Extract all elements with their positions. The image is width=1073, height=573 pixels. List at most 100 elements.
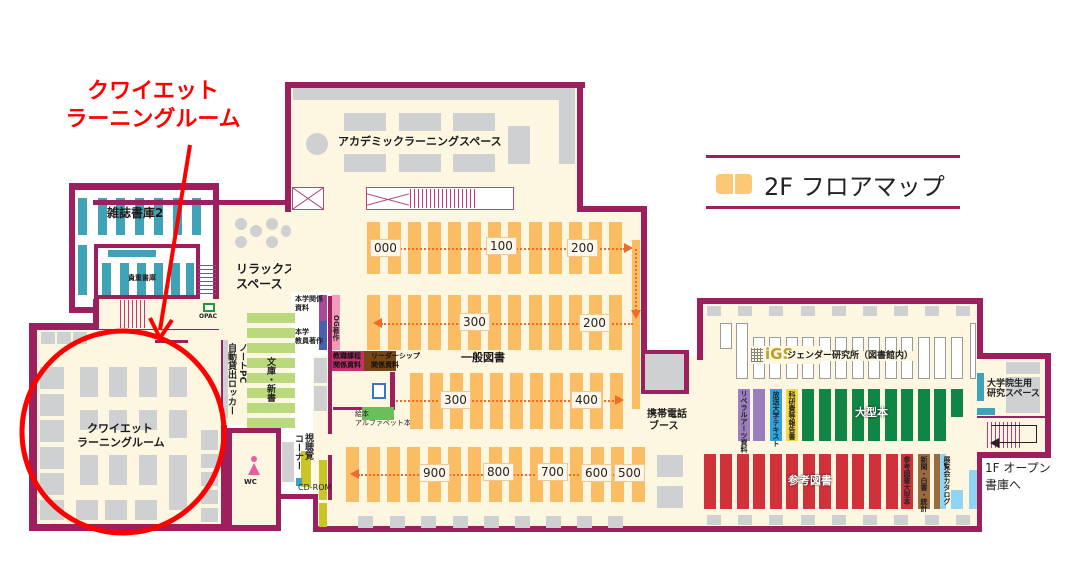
general-books-label: 一般図書 [461,351,505,364]
shelf-row-4[interactable]: 900 800 700 600 500 [346,447,646,502]
wc-label: WC [244,478,257,486]
corridor-table-2 [657,486,683,508]
relax-space-label-1: リラックス [236,262,296,276]
right-hall-wall-right-low [976,448,982,532]
annotation-title: クワイエット ラーニングルーム [48,78,258,133]
catalog-shelf[interactable] [934,454,940,509]
bunko-shelves[interactable]: 文庫・新書 [247,313,295,435]
phone-booth-label-2b: ブース [649,421,679,432]
quiet-room-label-2: ラーニングルーム [77,436,165,449]
annotation-circle [19,328,227,536]
reference-large-shelf[interactable] [901,454,913,509]
univ-related-shelf[interactable] [319,295,327,321]
large-books-shelves[interactable]: 大型本 [802,389,970,441]
newspapers-shelf[interactable] [918,454,930,509]
grad-space-label-1: 大学院生用 [987,379,1033,389]
callno-100: 100 [486,237,517,255]
callno-700: 700 [537,463,568,481]
kaken-shelf[interactable] [786,389,798,441]
reference-shelves[interactable]: 参考図書 [704,454,904,509]
main-hall-wall-bottom [313,526,703,532]
computer-icon [203,303,215,312]
reference-large-label: 参考図書大型本 [903,456,911,505]
quiet-learning-room[interactable]: クワイエット ラーニングルーム [37,330,221,524]
leadership-shelf[interactable] [364,351,396,371]
relax-space[interactable]: リラックス スペース [219,205,296,291]
general-books-area-left[interactable] [291,212,331,292]
catalog-shelf-blue[interactable] [940,454,946,509]
callno-800: 800 [483,463,514,481]
callno-900: 900 [419,464,450,482]
phone-booth-label-1b: 携帯電話 [647,409,687,420]
open-book-icon [716,172,752,196]
av-shelf-1[interactable] [301,451,311,487]
center-left-wall [93,200,293,205]
og-works-shelf[interactable] [332,295,340,350]
av-corner-label: 視聴覚 [303,433,313,460]
phone-booth[interactable] [645,354,684,390]
callno-400: 400 [571,391,602,409]
grad-space-wall [977,353,1051,359]
pillar-gray-3 [282,442,294,482]
univ-related-label-2: 資料 [295,304,309,312]
elevator-icon [372,383,386,399]
av-shelf-3[interactable] [319,503,327,527]
opac-label: OPAC [199,313,217,320]
open-univ-label: 放送大学テキスト [772,391,780,447]
liberal-arts-shelf[interactable] [738,389,750,441]
av-wall [280,494,316,499]
right-top-tables [707,306,977,318]
locker-label: 自動貸出ロッカー [226,343,236,415]
callno-500: 500 [614,464,645,482]
notepc-label: ノートPC [237,343,247,384]
open-univ-shelf[interactable] [770,389,782,441]
catalog-shelf-blue-2[interactable] [951,490,963,509]
av-corner-label-2: コーナー [293,434,303,470]
main-hall-wall-right [641,206,647,356]
stairs-rare [198,264,216,294]
callno-200b: 200 [579,314,610,332]
bunko-label: 文庫・新書 [265,357,275,402]
main-hall-wall-right-top [577,82,583,212]
callno-200a: 200 [567,239,598,257]
main-bottom-tables [358,516,658,528]
alphabet-books-label: アルファベット本 [355,419,411,427]
wc[interactable]: WC [232,433,276,525]
large-books-label: 大型本 [855,406,888,419]
stair-direction-arrow [991,425,1037,443]
cdrom-shelf[interactable] [296,478,302,486]
shelf-row-1[interactable]: 000 100 200 [367,222,640,400]
faculty-works-label-1: 本学 [295,328,309,336]
notepc-locker[interactable] [221,340,228,418]
gender-institute-label: ジェンダー研究所（図書館内） [787,351,914,362]
liberal-arts-shelf-2[interactable] [753,389,765,441]
teacher-training-shelf[interactable] [332,351,364,371]
floor-title: 2F フロアマップ [706,155,960,209]
shelf-row-2[interactable]: 300 200 [367,295,633,350]
catalog-shelf-blue-3[interactable] [969,470,977,509]
picture-books-shelf[interactable] [362,407,394,420]
grad-research-space[interactable]: 大学院生用 研究スペース [977,359,1045,452]
cdrom-label: CD-ROM [298,483,332,492]
opac-terminal[interactable]: OPAC [199,303,219,325]
main-hall-wall-step [577,206,647,212]
teacher-training-label-2: 関係資料 [333,361,361,369]
shelf-row-3[interactable]: 300 400 [396,373,640,429]
right-hall-wall-right [977,298,983,360]
grad-space-label-2: 研究スペース [987,389,1040,399]
relax-space-label-2: スペース [236,277,283,291]
rare-books-room[interactable]: 貴重書庫 [98,248,196,295]
kaken-label: 科研費等報告書 [788,391,796,440]
arrow-down [635,249,637,315]
stairs-main-left [120,300,148,328]
academic-space-label: アカデミックラーニングスペース [338,135,502,148]
callno-300a: 300 [459,313,490,331]
av-shelf-2[interactable] [319,460,327,500]
og-works-label: OG著作 [332,315,340,341]
main-hall-wall-left [285,82,291,212]
faculty-works-shelf[interactable] [319,321,327,350]
univ-related-label-1: 本学関係 [295,295,323,303]
grad-space-wall-bottom [977,452,1051,458]
to-1f-label-1: 1F オープン [985,461,1051,475]
grad-space-wall-right [1045,353,1051,458]
